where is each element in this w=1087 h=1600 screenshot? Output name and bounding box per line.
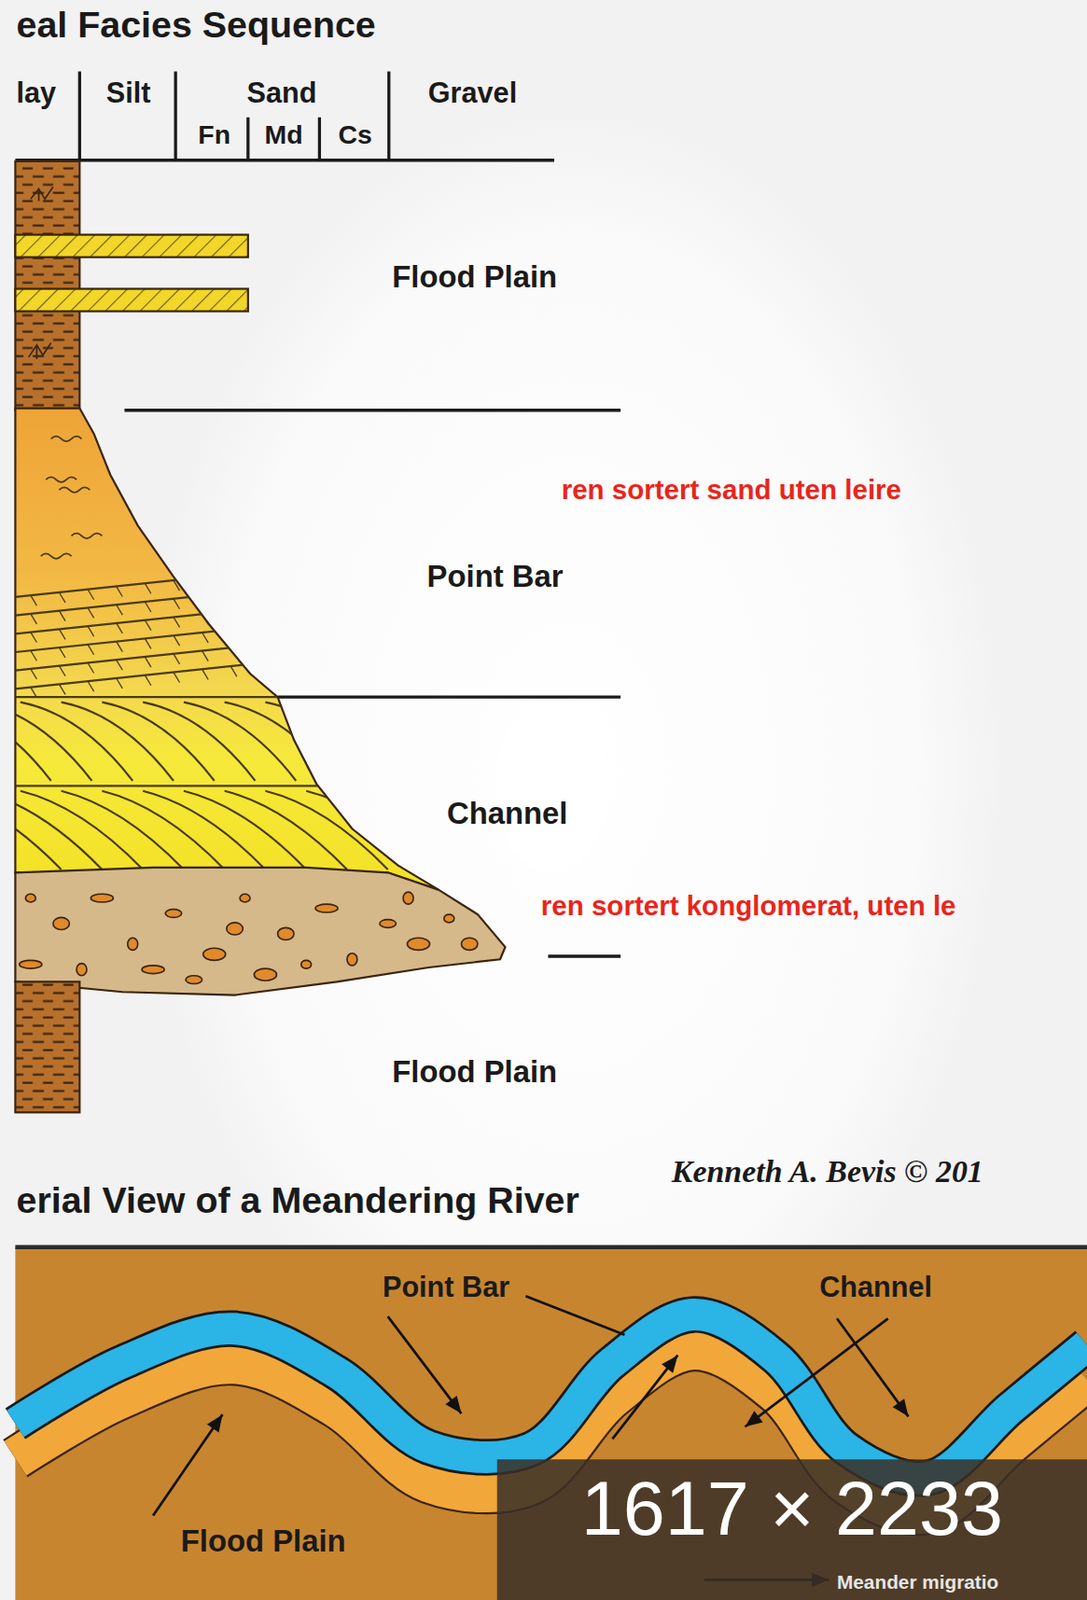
- facies-label: Flood Plain: [391, 1054, 558, 1090]
- grain-size-header: Silt: [106, 77, 152, 111]
- facies-label: Channel: [446, 795, 568, 832]
- grain-size-header: Sand: [246, 77, 317, 111]
- annotation-note: ren sortert konglomerat, uten le: [541, 891, 957, 923]
- facies-label: Point Bar: [427, 558, 564, 595]
- map-label: Meander migratio: [836, 1572, 999, 1595]
- annotation-note: ren sortert sand uten leire: [561, 474, 902, 507]
- grain-size-header: Gravel: [428, 77, 517, 111]
- map-label: Flood Plain: [181, 1523, 347, 1560]
- badge-text: 1617 × 2233: [581, 1467, 1087, 1551]
- grain-size-subheader: Md: [264, 120, 304, 152]
- grain-size-header: lay: [16, 77, 57, 111]
- map-label: Channel: [819, 1271, 933, 1305]
- credit-text: Kenneth A. Bevis © 201: [671, 1153, 984, 1190]
- grain-size-subheader: Cs: [337, 120, 372, 152]
- grain-size-subheader: Fn: [197, 120, 231, 152]
- facies-label: Flood Plain: [391, 260, 558, 296]
- section-heading: erial View of a Meandering River: [16, 1178, 580, 1221]
- map-label: Point Bar: [382, 1271, 510, 1305]
- diagram-title: eal Facies Sequence: [16, 3, 377, 46]
